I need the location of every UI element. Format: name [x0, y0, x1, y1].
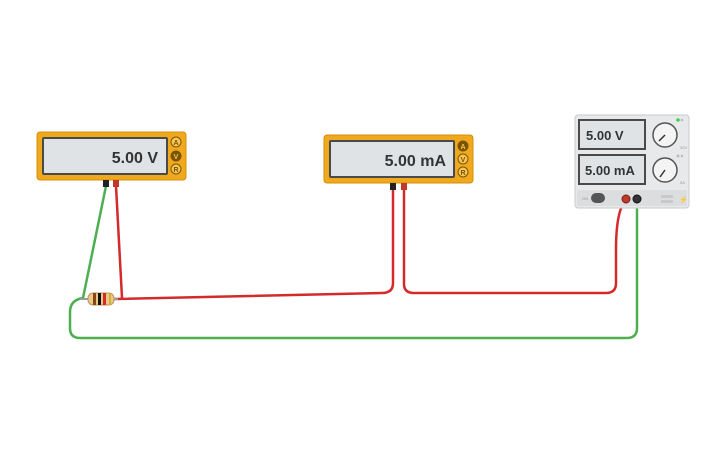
- voltmeter[interactable]: 5.00 V A V R: [36, 131, 187, 187]
- power-switch-label: ON: [582, 196, 588, 201]
- voltmeter-mode-r-button[interactable]: R: [170, 163, 182, 175]
- ammeter-reading: 5.00 mA: [385, 153, 447, 170]
- ammeter-display: [329, 140, 455, 178]
- supply-vent-1: [661, 195, 673, 198]
- ammeter[interactable]: 5.00 mA A V R: [323, 134, 474, 190]
- voltage-knob-label: 30V: [680, 145, 687, 150]
- power-supply-bottom-strip: [577, 190, 687, 206]
- svg-text:R: R: [173, 167, 178, 174]
- voltage-knob[interactable]: 30V: [652, 122, 687, 150]
- power-switch-toggle[interactable]: [591, 193, 605, 203]
- lightning-icon: ⚡: [679, 195, 688, 204]
- power-supply[interactable]: 5.00 V 5.00 mA 30V 5A ON ⚡: [574, 114, 690, 209]
- voltmeter-reading: 5.00 V: [112, 150, 159, 167]
- resistor-band-3: [103, 293, 106, 305]
- cv-indicator-led: [676, 118, 680, 122]
- supply-current-display: [578, 154, 646, 185]
- red-wire-resistor-to-ammeter[interactable]: [113, 186, 395, 301]
- supply-current-reading: 5.00 mA: [585, 163, 635, 178]
- svg-text:V: V: [461, 157, 466, 164]
- voltmeter-mode-v-button[interactable]: V: [170, 150, 182, 162]
- cc-indicator-led: [676, 154, 680, 158]
- ammeter-probe-positive[interactable]: [401, 183, 407, 190]
- cv-indicator-dot: [680, 118, 684, 122]
- voltmeter-probe-positive[interactable]: [113, 180, 119, 187]
- cc-indicator-dot: [680, 154, 684, 158]
- wires: [68, 184, 639, 340]
- supply-terminal-positive[interactable]: [621, 194, 631, 204]
- supply-vent-2: [661, 200, 673, 203]
- current-knob[interactable]: 5A: [652, 157, 685, 185]
- resistor-band-1: [93, 293, 96, 305]
- ammeter-probe-negative[interactable]: [390, 183, 396, 190]
- svg-text:A: A: [173, 140, 178, 147]
- resistor-band-2: [98, 293, 101, 305]
- red-wire-voltmeter-to-resistor[interactable]: [114, 184, 124, 300]
- resistor[interactable]: [80, 292, 118, 306]
- svg-text:V: V: [174, 154, 179, 161]
- supply-voltage-display: [578, 119, 646, 150]
- svg-text:A: A: [460, 144, 465, 151]
- ammeter-mode-r-button[interactable]: R: [457, 166, 469, 178]
- voltmeter-display: [42, 137, 168, 175]
- supply-terminal-negative[interactable]: [632, 194, 642, 204]
- resistor-band-tolerance: [109, 293, 111, 305]
- supply-voltage-reading: 5.00 V: [586, 128, 624, 143]
- red-wire-ammeter-to-supply-positive[interactable]: [402, 186, 628, 295]
- ammeter-mode-a-button[interactable]: A: [457, 140, 469, 152]
- voltmeter-mode-a-button[interactable]: A: [170, 136, 182, 148]
- voltmeter-probe-negative[interactable]: [103, 180, 109, 187]
- green-wire-resistor-to-supply-negative[interactable]: [68, 198, 639, 340]
- svg-text:R: R: [460, 170, 465, 177]
- current-knob-label: 5A: [680, 180, 685, 185]
- ammeter-mode-v-button[interactable]: V: [457, 153, 469, 165]
- green-wire-voltmeter-to-resistor[interactable]: [81, 184, 108, 300]
